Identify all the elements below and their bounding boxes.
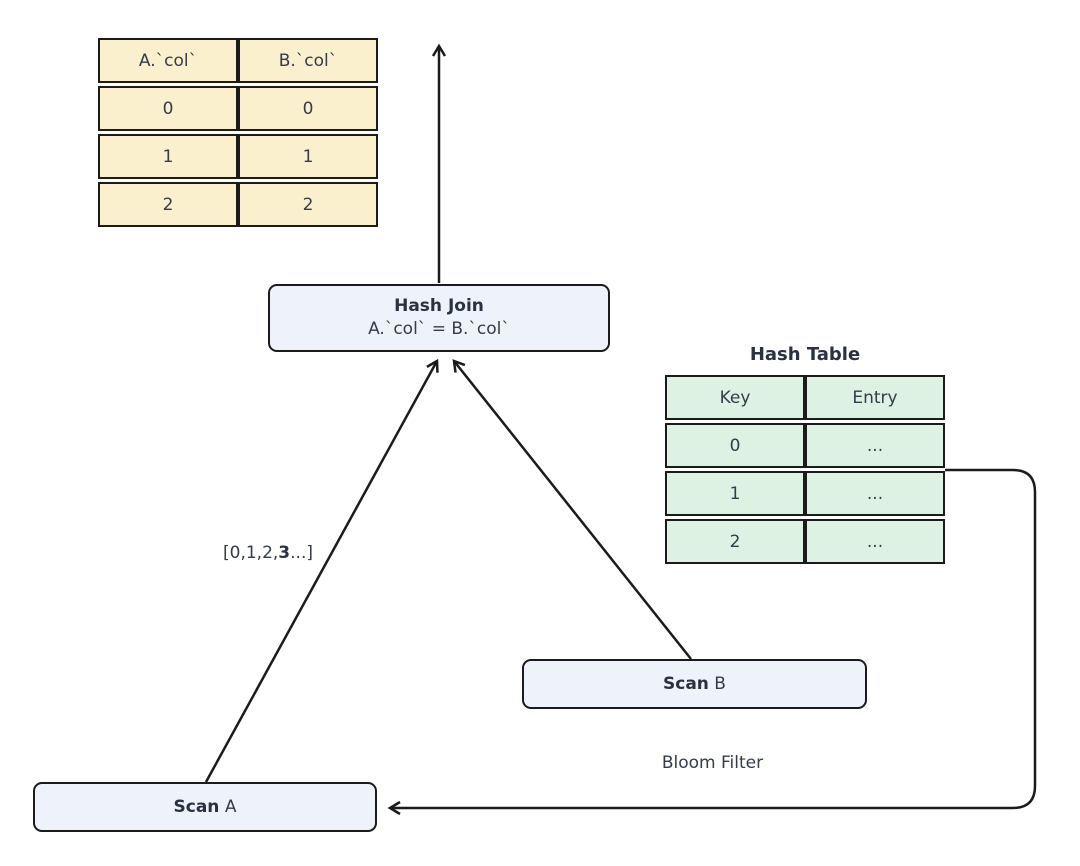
hash-table-cell: 2 [665, 519, 805, 564]
hash-table-header-key: Key [665, 375, 805, 420]
hash-join-condition: A.`col` = B.`col` [368, 319, 510, 339]
scan-a-label: Scan A [174, 796, 237, 819]
result-table-cell: 2 [98, 182, 238, 227]
scan-b-label: Scan B [663, 673, 726, 696]
hash-table-cell: 1 [665, 471, 805, 516]
hash-table-cell: 0 [665, 423, 805, 468]
scan-b-node: Scan B [522, 659, 867, 709]
values-suffix: ...] [290, 543, 313, 563]
scan-a-label-bold: Scan [173, 796, 220, 817]
scan-a-node: Scan A [33, 782, 377, 832]
hash-table-cell: ... [805, 471, 945, 516]
result-table-header-b: B.`col` [238, 38, 378, 83]
result-table-header-a: A.`col` [98, 38, 238, 83]
result-table-cell: 1 [238, 134, 378, 179]
scan-b-label-bold: Scan [663, 673, 709, 694]
hash-table: Key Entry 0 ... 1 ... 2 ... [665, 375, 945, 564]
result-table-cell: 2 [238, 182, 378, 227]
edge-label-bloom-filter: Bloom Filter [661, 753, 764, 773]
scan-a-label-rest: A [219, 796, 237, 817]
edge-scanb-to-hashjoin [452, 359, 692, 660]
hash-table-title: Hash Table [749, 344, 861, 365]
edge-scana-to-hashjoin [204, 358, 439, 783]
result-table: A.`col` B.`col` 0 0 1 1 2 2 [98, 38, 378, 227]
hash-join-title: Hash Join [394, 296, 484, 317]
result-table-cell: 1 [98, 134, 238, 179]
result-table-cell: 0 [98, 86, 238, 131]
hash-table-cell: ... [805, 519, 945, 564]
hash-join-node: Hash Join A.`col` = B.`col` [268, 284, 610, 352]
result-table-cell: 0 [238, 86, 378, 131]
values-prefix: [0,1,2, [223, 543, 279, 563]
edge-label-scan-a-values: [0,1,2,3...] [218, 543, 318, 563]
hash-table-cell: ... [805, 423, 945, 468]
scan-b-label-rest: B [708, 673, 726, 694]
hash-table-header-entry: Entry [805, 375, 945, 420]
values-bold: 3 [278, 543, 291, 563]
